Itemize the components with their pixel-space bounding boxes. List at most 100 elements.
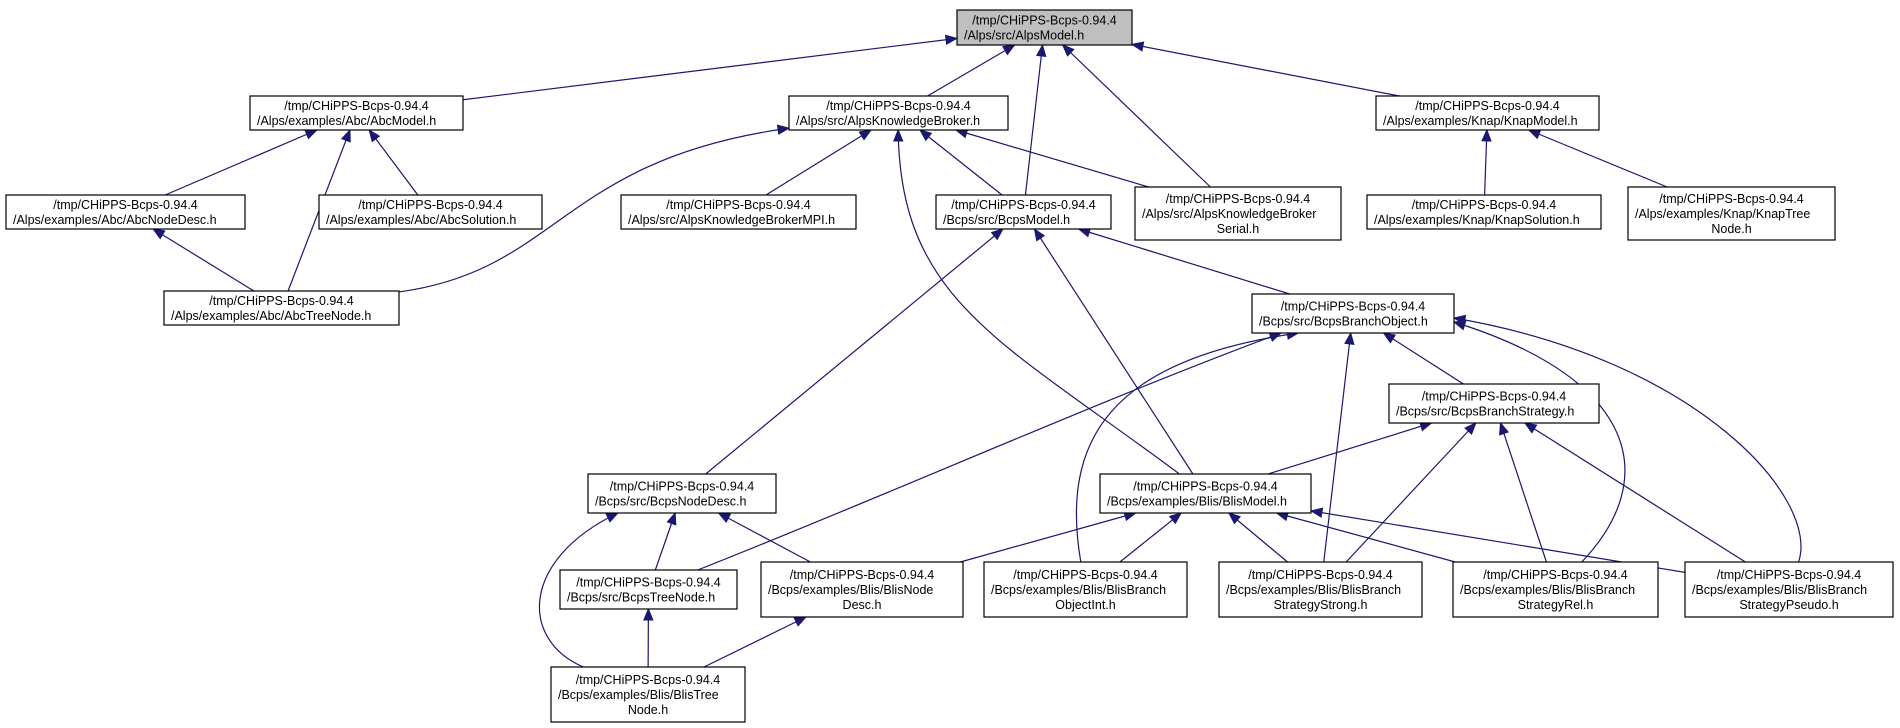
edge-knapmodel-to-alpsmodel (1131, 43, 1400, 97)
arrowhead-blisbspseudo-to-bcpsbranchstrategy (1523, 422, 1538, 434)
node-label-line: StrategyRel.h (1518, 598, 1594, 612)
node-blismodel[interactable]: /tmp/CHiPPS-Bcps-0.94.4/Bcps/examples/Bl… (1099, 473, 1312, 514)
node-abcmodel[interactable]: /tmp/CHiPPS-Bcps-0.94.4/Alps/examples/Ab… (249, 95, 464, 131)
arrowhead-blisbsstrong-to-bcpsbranchstrategy (1464, 422, 1477, 435)
node-label-line: /tmp/CHiPPS-Bcps-0.94.4 (1133, 480, 1278, 494)
node-blisbranchobjectint[interactable]: /tmp/CHiPPS-Bcps-0.94.4/Bcps/examples/Bl… (983, 561, 1188, 618)
arrowhead-blisbspseudo-to-bcpsbranchobject (1452, 314, 1467, 326)
arrowhead-blisnodedesc-to-bcpsnodedesc (717, 512, 732, 524)
node-label-line: /Bcps/src/BcpsNodeDesc.h (595, 495, 746, 509)
arrowhead-knapsolution-to-knapmodel (1481, 128, 1492, 142)
node-label-line: /Alps/examples/Abc/AbcNodeDesc.h (13, 213, 217, 227)
node-label-line: /tmp/CHiPPS-Bcps-0.94.4 (790, 568, 935, 582)
arrowhead-blisbranchobjectint-to-blismodel (1168, 512, 1183, 525)
node-box-blisbspseudo (1684, 561, 1894, 618)
node-bcpsmodel[interactable]: /tmp/CHiPPS-Bcps-0.94.4/Bcps/src/BcpsMod… (935, 194, 1112, 230)
node-label-line: /tmp/CHiPPS-Bcps-0.94.4 (972, 14, 1117, 28)
arrowhead-alpskbserial-to-alpsmodel (1061, 44, 1075, 57)
arrowhead-alpskb-to-alpsmodel (1002, 44, 1016, 56)
node-label-line: /Alps/src/AlpsKnowledgeBroker.h (796, 114, 980, 128)
node-box-alpskbserial (1134, 186, 1342, 241)
node-label-line: /tmp/CHiPPS-Bcps-0.94.4 (1659, 192, 1804, 206)
edge-abctreenode-to-alpskb (398, 127, 790, 293)
node-label-line: /tmp/CHiPPS-Bcps-0.94.4 (1717, 568, 1862, 582)
arrowhead-abctreenode-to-abcmodel (340, 128, 351, 143)
edge-blisbsstrong-to-blismodel (1228, 512, 1288, 563)
arrowhead-alpskbmpi-to-alpskb (858, 129, 873, 141)
node-blisbsrel[interactable]: /tmp/CHiPPS-Bcps-0.94.4/Bcps/examples/Bl… (1452, 561, 1659, 618)
arrowhead-abctreenode-to-alpskb (776, 124, 791, 135)
node-label-line: /Bcps/examples/Blis/BlisBranch (991, 583, 1166, 597)
node-label-line: /Bcps/src/BcpsModel.h (943, 213, 1070, 227)
node-blisbspseudo[interactable]: /tmp/CHiPPS-Bcps-0.94.4/Bcps/examples/Bl… (1684, 561, 1894, 618)
edge-bcpstreenode-to-bcpsbranchobject (697, 332, 1282, 571)
node-label-line: StrategyStrong.h (1274, 598, 1368, 612)
node-box-bcpsbranchobject (1251, 293, 1455, 334)
node-box-bcpsbranchstrategy (1388, 383, 1600, 424)
edge-blisnodedesc-to-blismodel (960, 512, 1136, 563)
node-bcpstreenode[interactable]: /tmp/CHiPPS-Bcps-0.94.4/Bcps/src/BcpsTre… (559, 569, 738, 610)
node-label-line: /tmp/CHiPPS-Bcps-0.94.4 (1166, 192, 1311, 206)
nodes-layer: /tmp/CHiPPS-Bcps-0.94.4/Alps/src/AlpsMod… (5, 9, 1894, 723)
node-abcnodedesc[interactable]: /tmp/CHiPPS-Bcps-0.94.4/Alps/examples/Ab… (5, 194, 246, 230)
node-label-line: Desc.h (843, 598, 882, 612)
node-alpskbmpi[interactable]: /tmp/CHiPPS-Bcps-0.94.4/Alps/src/AlpsKno… (620, 194, 857, 230)
node-label-line: Node.h (628, 703, 668, 717)
node-blisnodedesc[interactable]: /tmp/CHiPPS-Bcps-0.94.4/Bcps/examples/Bl… (760, 561, 964, 618)
node-label-line: /tmp/CHiPPS-Bcps-0.94.4 (826, 99, 971, 113)
edges-layer (152, 34, 1802, 668)
node-alpskbserial[interactable]: /tmp/CHiPPS-Bcps-0.94.4/Alps/src/AlpsKno… (1134, 186, 1342, 241)
node-box-knapmodel (1375, 95, 1600, 131)
node-box-abctreenode (163, 290, 400, 326)
node-knaptreenode[interactable]: /tmp/CHiPPS-Bcps-0.94.4/Alps/examples/Kn… (1627, 186, 1836, 241)
node-blisbsstrong[interactable]: /tmp/CHiPPS-Bcps-0.94.4/Bcps/examples/Bl… (1218, 561, 1423, 618)
edge-bcpsmodel-to-alpsmodel (1024, 44, 1044, 196)
edge-blisbsstrong-to-bcpsbranchobject (1323, 332, 1352, 563)
node-label-line: /Alps/src/AlpsKnowledgeBrokerMPI.h (628, 213, 835, 227)
node-bcpsbranchobject[interactable]: /tmp/CHiPPS-Bcps-0.94.4/Bcps/src/BcpsBra… (1251, 293, 1455, 334)
node-bcpsnodedesc[interactable]: /tmp/CHiPPS-Bcps-0.94.4/Bcps/src/BcpsNod… (587, 473, 777, 514)
edge-blismodel-to-bcpsmodel (1033, 228, 1194, 475)
node-knapsolution[interactable]: /tmp/CHiPPS-Bcps-0.94.4/Alps/examples/Kn… (1366, 194, 1602, 230)
node-box-knapsolution (1366, 194, 1602, 230)
node-label-line: /Bcps/examples/Blis/BlisBranch (1692, 583, 1867, 597)
edge-blisbspseudo-to-bcpsbranchstrategy (1524, 422, 1746, 563)
node-bcpsbranchstrategy[interactable]: /tmp/CHiPPS-Bcps-0.94.4/Bcps/src/BcpsBra… (1388, 383, 1600, 424)
arrowhead-blisbsstrong-to-bcpsbranchobject (1344, 331, 1355, 346)
node-label-line: /tmp/CHiPPS-Bcps-0.94.4 (1248, 568, 1393, 582)
arrowhead-blismodel-to-bcpsmodel (1033, 227, 1046, 242)
edge-alpskbmpi-to-alpskb (765, 129, 872, 196)
arrowhead-knaptreenode-to-knapmodel (1527, 129, 1542, 140)
node-box-bcpstreenode (559, 569, 738, 610)
arrowhead-knapmodel-to-alpsmodel (1130, 41, 1145, 52)
edge-abcnodedesc-to-abcmodel (164, 129, 318, 196)
node-knapmodel[interactable]: /tmp/CHiPPS-Bcps-0.94.4/Alps/examples/Kn… (1375, 95, 1600, 131)
node-alpsmodel[interactable]: /tmp/CHiPPS-Bcps-0.94.4/Alps/src/AlpsMod… (956, 9, 1133, 46)
node-label-line: /Bcps/examples/Blis/BlisBranch (1226, 583, 1401, 597)
node-box-blisnodedesc (760, 561, 964, 618)
node-label-line: ObjectInt.h (1055, 598, 1115, 612)
node-abcsolution[interactable]: /tmp/CHiPPS-Bcps-0.94.4/Alps/examples/Ab… (318, 194, 543, 230)
node-label-line: Serial.h (1217, 222, 1259, 236)
node-label-line: /Bcps/src/BcpsBranchObject.h (1259, 315, 1428, 329)
node-blistreenode[interactable]: /tmp/CHiPPS-Bcps-0.94.4/Bcps/examples/Bl… (550, 666, 746, 723)
edge-abctreenode-to-abcnodedesc (152, 228, 255, 292)
node-label-line: /tmp/CHiPPS-Bcps-0.94.4 (576, 673, 721, 687)
node-label-line: /tmp/CHiPPS-Bcps-0.94.4 (666, 198, 811, 212)
edge-blisbranchobjectint-to-bcpsbranchobject (1075, 332, 1299, 563)
node-abctreenode[interactable]: /tmp/CHiPPS-Bcps-0.94.4/Alps/examples/Ab… (163, 290, 400, 326)
node-label-line: /tmp/CHiPPS-Bcps-0.94.4 (1013, 568, 1158, 582)
node-label-line: /tmp/CHiPPS-Bcps-0.94.4 (576, 576, 721, 590)
node-label-line: /Alps/examples/Abc/AbcTreeNode.h (171, 309, 371, 323)
node-label-line: /Alps/examples/Knap/KnapModel.h (1383, 114, 1578, 128)
edge-knaptreenode-to-knapmodel (1528, 129, 1668, 188)
arrowhead-blistreenode-to-bcpstreenode (643, 607, 654, 621)
arrowhead-bcpstreenode-to-bcpsnodedesc (666, 511, 677, 526)
node-box-knaptreenode (1627, 186, 1836, 241)
node-alpskb[interactable]: /tmp/CHiPPS-Bcps-0.94.4/Alps/src/AlpsKno… (788, 95, 1009, 131)
node-label-line: /tmp/CHiPPS-Bcps-0.94.4 (1483, 568, 1628, 582)
node-box-blisbranchobjectint (983, 561, 1188, 618)
node-label-line: /tmp/CHiPPS-Bcps-0.94.4 (951, 198, 1096, 212)
node-box-abcmodel (249, 95, 464, 131)
